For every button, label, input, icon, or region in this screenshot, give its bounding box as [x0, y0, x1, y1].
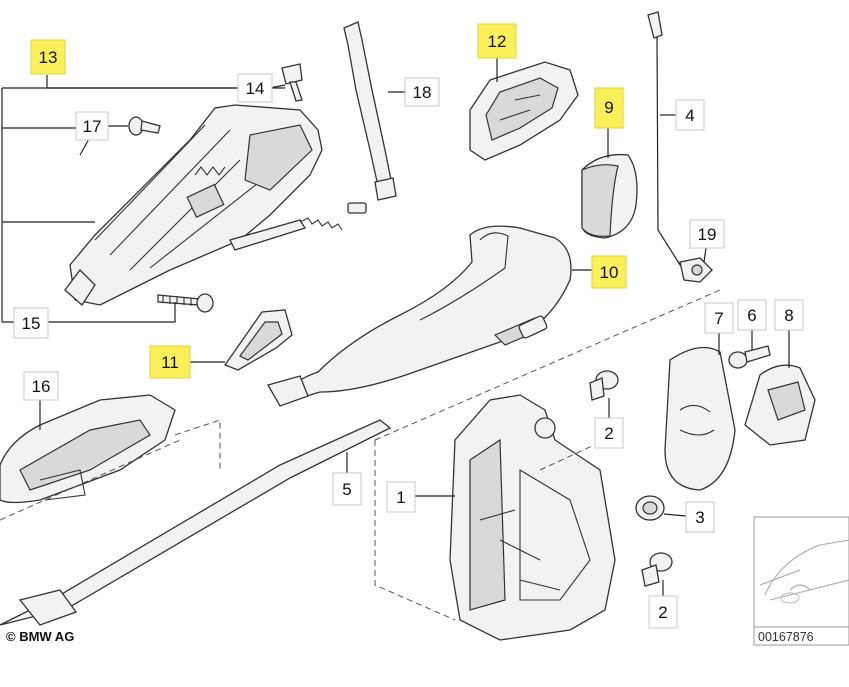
diagram-number: 00167876 [758, 630, 814, 644]
part-2-screw-upper [589, 370, 619, 401]
leader-lines [1, 58, 790, 596]
callout-6-text: 6 [747, 306, 756, 325]
car-thumbnail [753, 516, 849, 628]
callout-1: 1 [386, 481, 416, 513]
callout-17-text: 17 [83, 117, 102, 136]
callout-19: 19 [689, 219, 725, 249]
callout-16-text: 16 [32, 377, 51, 396]
callout-8: 8 [774, 299, 804, 331]
callout-14: 14 [237, 73, 273, 103]
callout-15-text: 15 [22, 314, 41, 333]
callout-17: 17 [75, 111, 109, 141]
callout-2-upper: 2 [594, 417, 624, 449]
callout-13-text: 13 [39, 48, 58, 67]
part-10-door-handle [267, 225, 572, 407]
part-15-screw [157, 293, 214, 313]
part-9-cap [581, 153, 638, 239]
part-3-grommet [635, 495, 665, 521]
callout-11: 11 [149, 345, 191, 379]
callout-10-text: 10 [600, 263, 619, 282]
part-4-rod [647, 11, 683, 269]
part-19-clip [679, 257, 713, 283]
callout-1-text: 1 [396, 488, 405, 507]
callout-14-text: 14 [246, 79, 265, 98]
part-7-cover [664, 346, 736, 491]
callout-4-text: 4 [685, 106, 694, 125]
callout-18: 18 [404, 77, 440, 107]
part-12-gasket [469, 61, 579, 161]
part-16-inner-handle [0, 394, 176, 504]
callout-6: 6 [737, 299, 767, 331]
part-14-bolt [281, 63, 303, 102]
callout-11-text: 11 [161, 353, 179, 372]
callout-10: 10 [591, 255, 627, 289]
part-6-screw [728, 345, 771, 369]
part-17-screw [128, 116, 161, 136]
part-18-cable [343, 21, 397, 201]
callout-5: 5 [332, 472, 362, 506]
part-11-trim [223, 309, 293, 371]
callout-3: 3 [685, 501, 715, 533]
callout-12: 12 [477, 23, 517, 59]
callout-16: 16 [23, 371, 59, 401]
part-1-door-lock [449, 394, 616, 641]
callout-13: 13 [30, 39, 66, 75]
callout-9-text: 9 [604, 98, 613, 117]
copyright-text: © BMW AG [6, 629, 74, 644]
callout-2-upper-text: 2 [604, 424, 613, 443]
callout-7-text: 7 [714, 309, 723, 328]
callout-9: 9 [594, 87, 624, 129]
part-2-screw-lower [641, 552, 673, 587]
part-5-strip [0, 419, 392, 626]
callout-5-text: 5 [342, 480, 351, 499]
callout-8-text: 8 [784, 306, 793, 325]
part-8-striker [744, 364, 816, 446]
assembly-lines [0, 289, 721, 621]
callout-2-lower-text: 2 [658, 603, 667, 622]
callout-2-lower: 2 [648, 595, 678, 629]
callout-12-text: 12 [488, 32, 507, 51]
callout-3-text: 3 [695, 508, 704, 527]
callout-4: 4 [675, 99, 705, 131]
callout-18-text: 18 [413, 83, 432, 102]
part-13-handle-carrier [64, 104, 367, 306]
callout-7: 7 [704, 302, 734, 334]
callout-15: 15 [13, 307, 49, 339]
callout-19-text: 19 [698, 225, 717, 244]
